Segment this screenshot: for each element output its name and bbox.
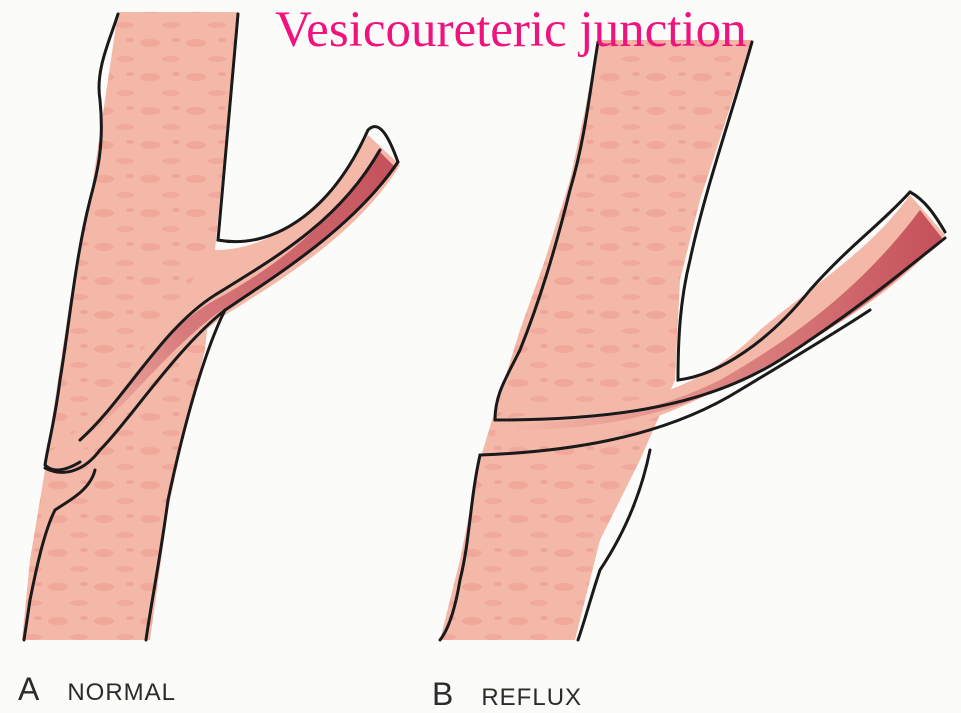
panel-a-normal — [22, 12, 400, 640]
panel-a-label: A NORMAL — [18, 671, 176, 708]
panel-b-reflux — [440, 40, 945, 640]
panel-a-letter: A — [18, 671, 39, 707]
panel-a-caption: NORMAL — [67, 679, 176, 706]
panel-b-caption: REFLUX — [481, 684, 582, 711]
panel-b-label: B REFLUX — [432, 676, 582, 713]
bladder-wall-b — [440, 40, 752, 640]
panel-b-letter: B — [432, 676, 453, 712]
diagram-title: Vesicoureteric junction — [275, 2, 747, 58]
